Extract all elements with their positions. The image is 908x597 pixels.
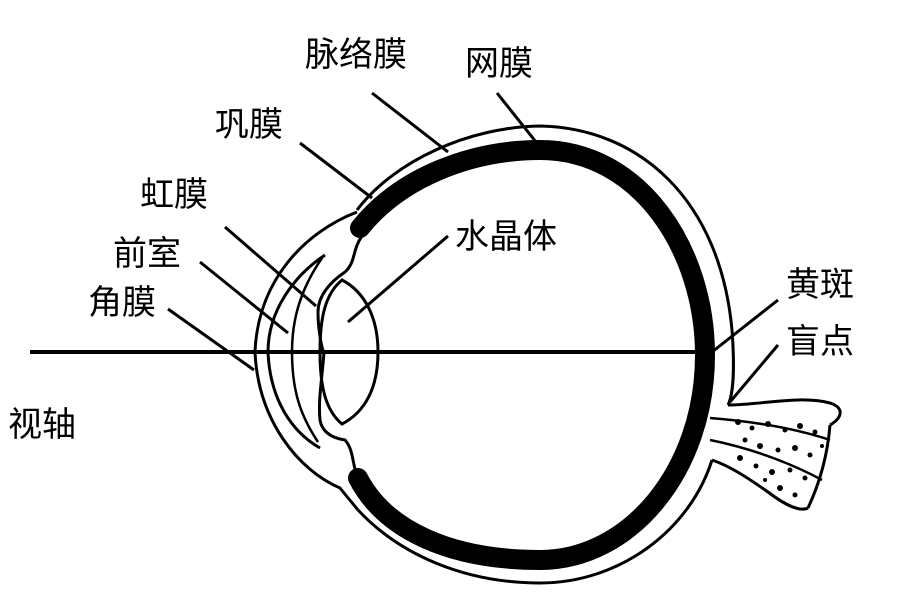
- iris-upper: [316, 235, 364, 354]
- iris-lower: [317, 351, 360, 479]
- leader-lines: [167, 91, 780, 403]
- lens-leader: [347, 234, 449, 324]
- lens: [318, 278, 380, 426]
- iris-leader: [224, 225, 317, 308]
- optic-nerve-fibers: [735, 419, 824, 498]
- optic-nerve-bottom: [711, 458, 809, 511]
- sclera-outer-lower: [356, 459, 714, 585]
- label-choroid: 脉络膜: [305, 35, 407, 75]
- cornea-leader: [167, 307, 255, 372]
- retina-leader: [495, 92, 542, 148]
- label-macula: 黄斑: [786, 265, 854, 305]
- label-cornea: 角膜: [88, 283, 156, 323]
- optic-nerve-top: [727, 398, 842, 427]
- blind-spot-leader: [728, 344, 780, 403]
- label-visual-axis: 视轴: [8, 405, 76, 445]
- sclera-outer: [355, 124, 735, 406]
- label-retina: 网膜: [465, 44, 533, 84]
- macula-leader: [711, 298, 779, 354]
- label-lens: 水晶体: [455, 217, 557, 257]
- optic-nerve-end: [806, 424, 832, 509]
- label-iris: 虹膜: [140, 175, 208, 215]
- cornea-outer: [253, 210, 360, 511]
- optic-nerve-sheath: [709, 416, 831, 482]
- anterior-chamber-leader: [199, 260, 289, 335]
- label-anterior-chamber: 前室: [113, 234, 181, 274]
- choroid-band: [348, 139, 716, 571]
- label-sclera: 巩膜: [215, 105, 283, 145]
- choroid-leader: [371, 91, 449, 154]
- label-blind-spot: 盲点: [786, 322, 854, 362]
- sclera-leader: [299, 141, 373, 200]
